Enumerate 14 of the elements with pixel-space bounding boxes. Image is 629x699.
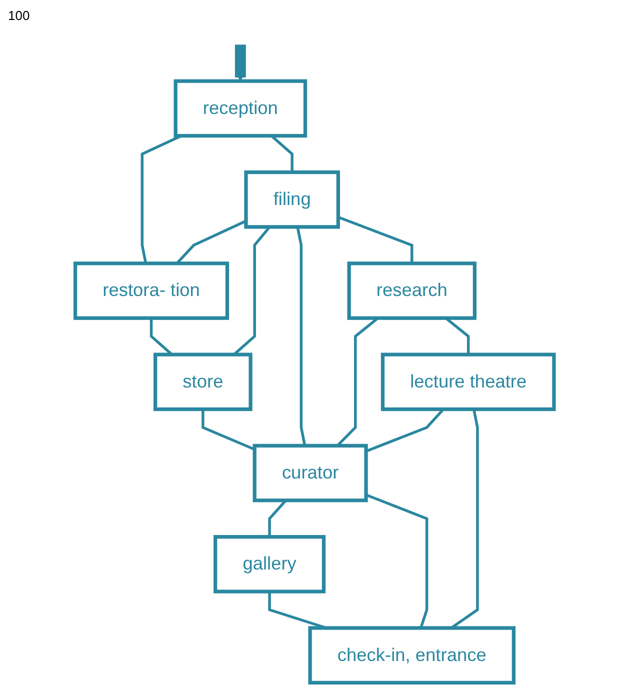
node-box: curator [252, 443, 368, 502]
node-box: restora- tion [73, 261, 229, 320]
arrow [234, 44, 246, 81]
connector [338, 215, 414, 263]
node-box: research [347, 261, 476, 320]
node-box: reception [174, 78, 307, 138]
connector [201, 408, 255, 450]
node-box: store [153, 352, 252, 411]
node-box: filing [244, 170, 340, 228]
node-box: lecture theatre [380, 352, 556, 411]
node-box: check-in, entrance [308, 626, 516, 684]
node-box: gallery [213, 534, 326, 593]
scale-mark: 100 [8, 8, 30, 23]
connector [296, 226, 306, 446]
